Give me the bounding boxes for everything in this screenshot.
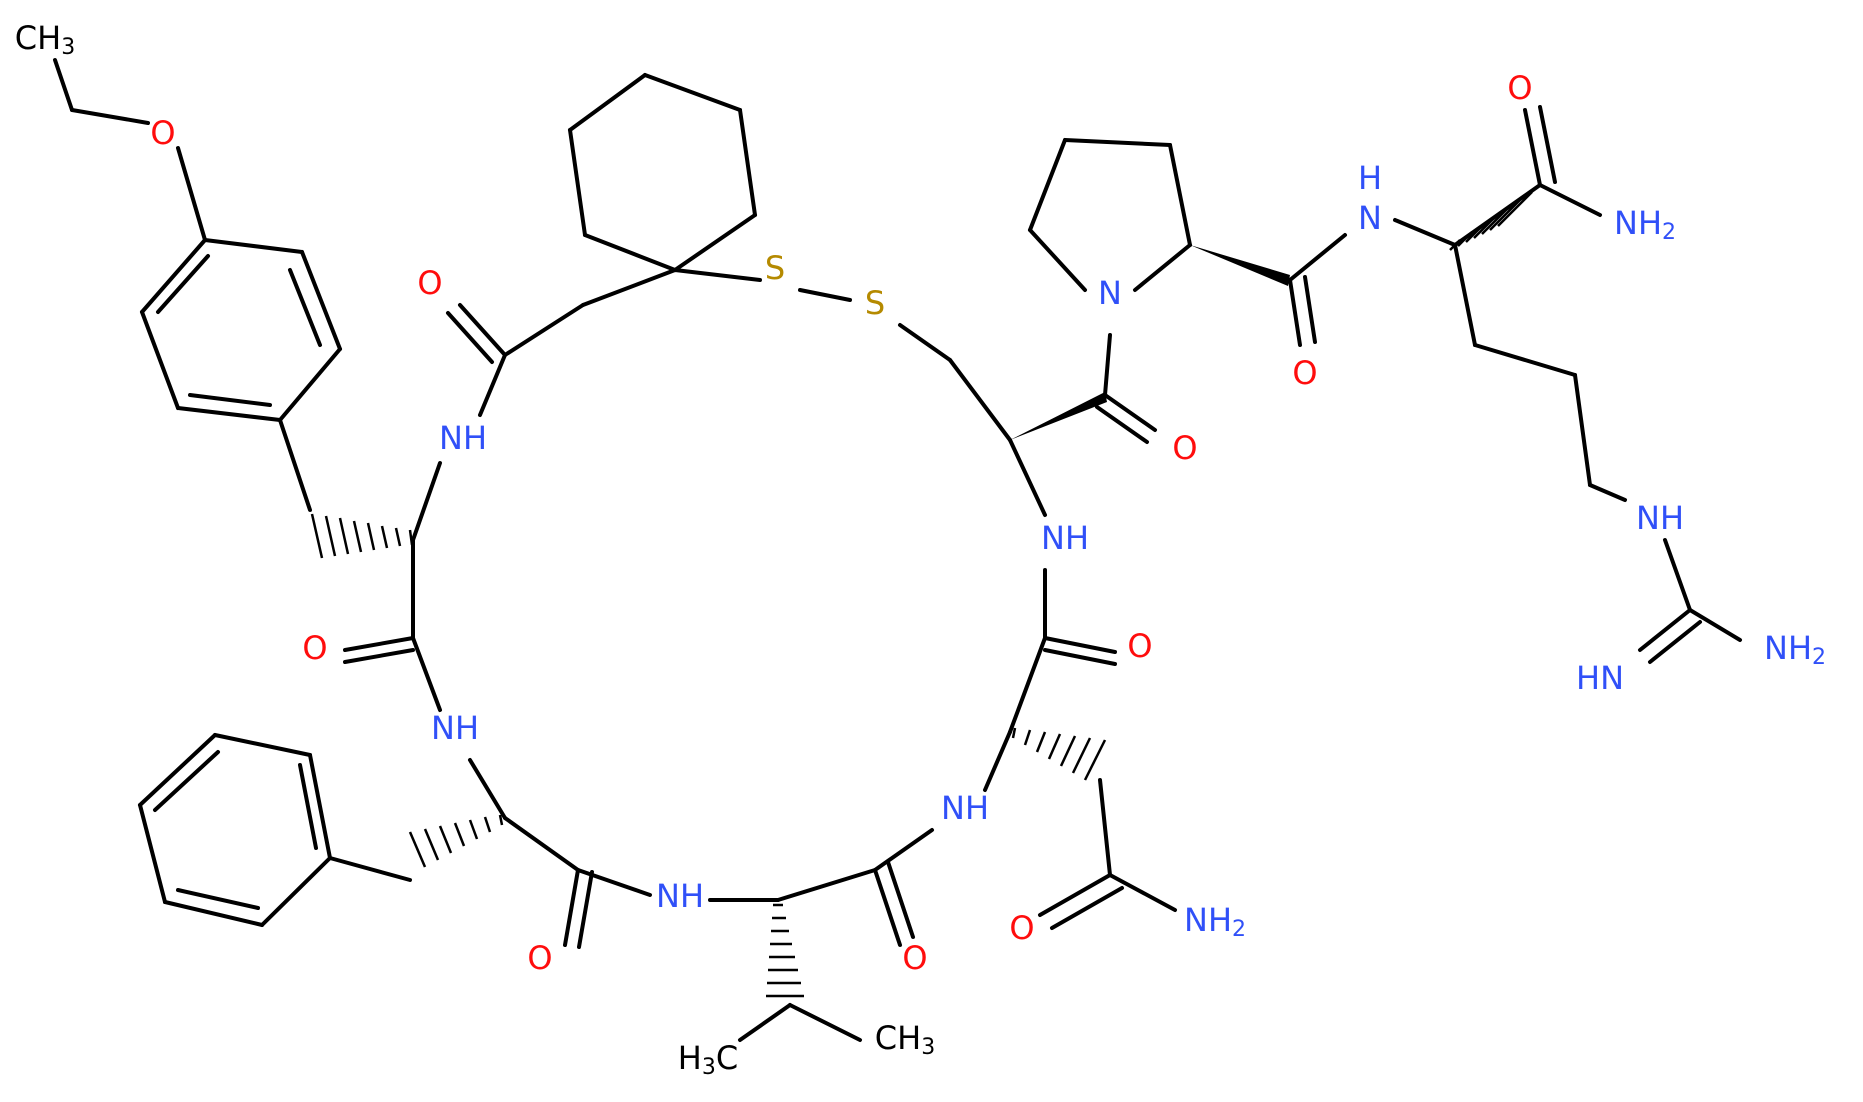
hashed-bonds [310,191,1533,998]
carbonyl-oxygen-2-label: O [302,629,327,667]
pro-carbonyl-o-label: O [1292,354,1317,392]
nh-a-label: NH [439,419,487,457]
carbonyl-oxygen-4-label: O [527,939,552,977]
nh-e-label: NH [656,877,704,915]
sulfur-1-label: S [765,249,785,287]
nh-b-label: NH [1041,519,1089,557]
guan-nh2-label: NH2 [1764,629,1826,670]
nh-c-label: NH [431,709,479,747]
guan-nh-label: NH [1636,499,1684,537]
atom-labels: CH3 O O S S N N H O NH2 O O NH NH O O NH… [15,19,1826,1080]
proline-nitrogen-label: N [1098,274,1122,312]
ch3-bottom-label: CH3 [875,1019,935,1060]
sulfur-2-label: S [865,284,885,322]
nh-d-label: NH [941,789,989,827]
carbonyl-oxygen-3-label: O [1127,627,1152,665]
arg-carbonyl-o-label: O [1507,69,1532,107]
guan-hn-label: HN [1576,659,1624,697]
arg-amide-n-label: N [1358,199,1382,237]
h3c-label: H3C [678,1039,738,1080]
arg-nh2-label: NH2 [1614,204,1676,245]
carbonyl-oxygen-6-label: O [1009,909,1034,947]
bond-lines [53,58,1742,1042]
asn-nh2-label: NH2 [1184,901,1246,942]
cys-carbonyl-o-label: O [1172,429,1197,467]
carbonyl-oxygen-1-label: O [417,264,442,302]
carbonyl-oxygen-5-label: O [902,939,927,977]
ch3-top-label: CH3 [15,19,75,60]
wedge-bonds [1010,245,1290,440]
arg-amide-h-label: H [1358,159,1382,197]
ether-oxygen-label: O [150,114,175,152]
